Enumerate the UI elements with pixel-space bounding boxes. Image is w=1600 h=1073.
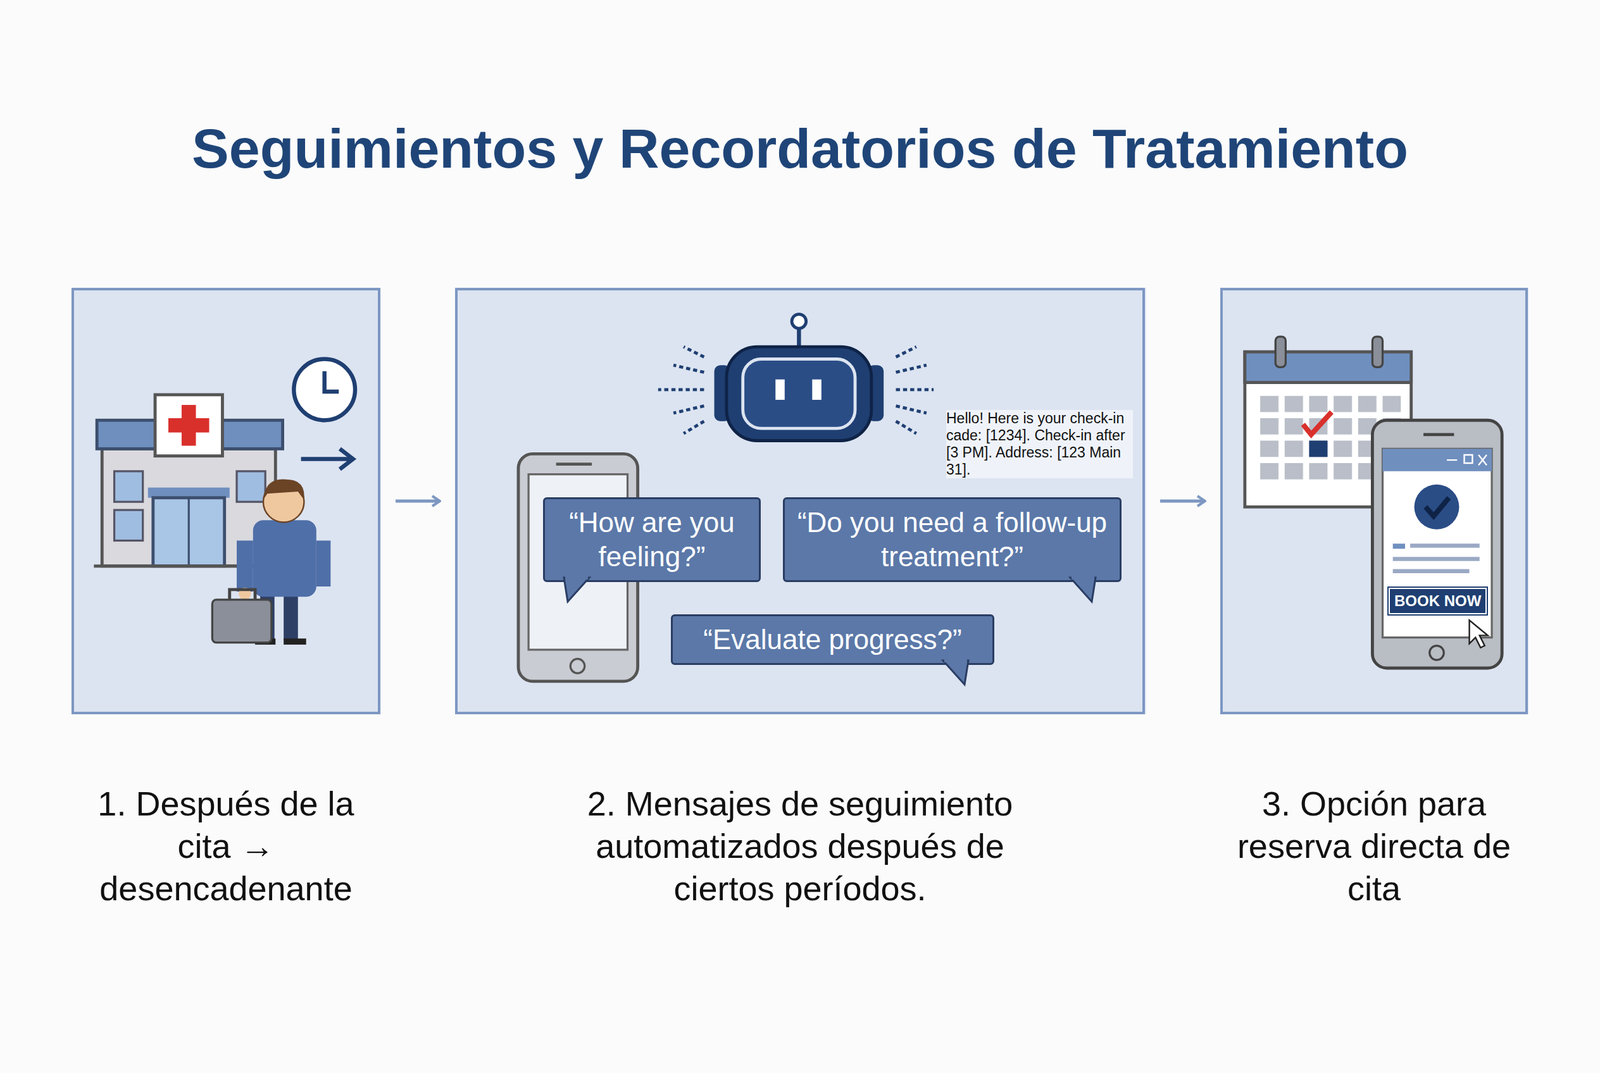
step-caption: 1. Después de la cita → desencadenante bbox=[67, 782, 385, 911]
bubble-tail-join bbox=[565, 576, 588, 580]
bubble-tail-join bbox=[944, 659, 968, 663]
robot-icon bbox=[714, 314, 885, 442]
signal-lines bbox=[658, 346, 934, 434]
step-panel: 3. Opción para reserva directa de citaBO… bbox=[1220, 287, 1528, 715]
step-panel: 1. Después de la cita → desencadenante bbox=[71, 287, 381, 715]
bubble-tail bbox=[563, 580, 592, 606]
bubble-tail bbox=[1070, 577, 1096, 602]
bubble-tail-join bbox=[1071, 576, 1095, 580]
flow-arrow bbox=[395, 500, 440, 504]
panel-ground bbox=[455, 287, 1146, 715]
flow-arrow bbox=[1160, 500, 1206, 504]
message-note: Hello! Here is your check-in cade: [1234… bbox=[946, 410, 1133, 479]
bubble-tail bbox=[563, 577, 590, 602]
bubble-text: “Do you need a follow-up treatment?” bbox=[796, 505, 1109, 575]
bubble-tail bbox=[1070, 580, 1099, 606]
book-now-button: BOOK NOW bbox=[1388, 587, 1487, 615]
speech-bubble: “How are you feeling?” bbox=[543, 497, 761, 583]
step-panel: 2. Mensajes de seguimiento automatizados… bbox=[455, 287, 1145, 715]
exit-arrow bbox=[301, 448, 354, 469]
booking-phone bbox=[1372, 420, 1502, 669]
panel-ground bbox=[71, 287, 381, 715]
bubble-text: “Evaluate progress?” bbox=[684, 622, 982, 657]
speech-bubble: “Do you need a follow-up treatment?” bbox=[782, 497, 1122, 583]
speech-bubble: “Evaluate progress?” bbox=[670, 614, 995, 666]
button-text: BOOK NOW bbox=[1394, 591, 1482, 611]
clock-icon bbox=[293, 358, 356, 421]
step-caption: 2. Mensajes de seguimiento automatizados… bbox=[559, 782, 1041, 911]
bubble-tail bbox=[943, 660, 969, 685]
diagram-title: Seguimientos y Recordatorios de Tratamie… bbox=[0, 113, 1600, 184]
patient-figure bbox=[212, 479, 331, 645]
step-caption: 3. Opción para reserva directa de cita bbox=[1234, 782, 1514, 911]
bubble-text: “How are you feeling?” bbox=[556, 505, 748, 575]
panel-ground bbox=[1220, 287, 1529, 715]
bubble-tail bbox=[943, 663, 971, 689]
